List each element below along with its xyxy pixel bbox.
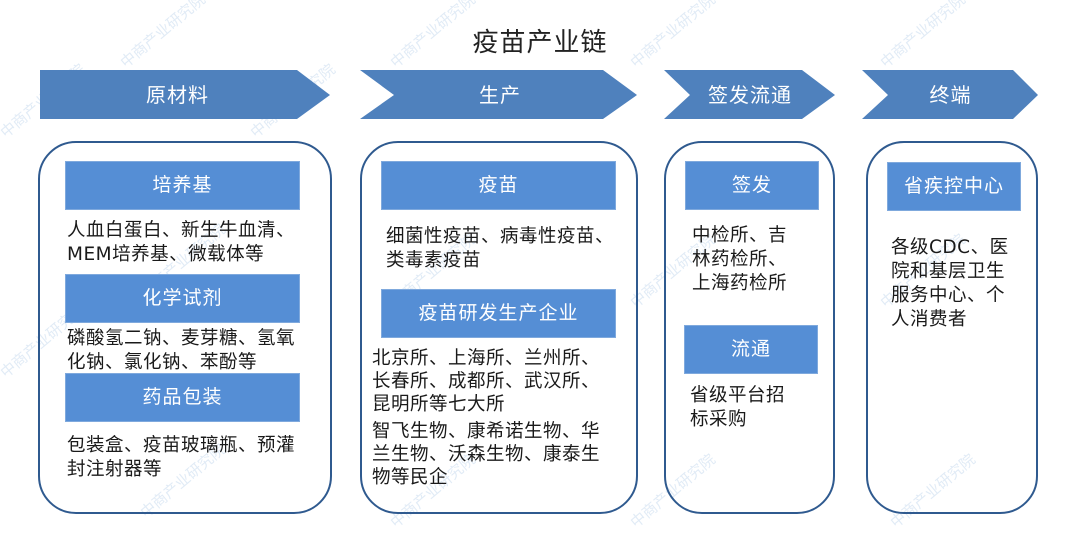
stage-box-terminal [866,141,1038,514]
stage-box-raw-materials [38,141,332,514]
stage-label-raw-materials: 原材料 [146,83,209,107]
text-line: 服务中心、个 [891,285,1006,306]
text-line: 上海药检所 [692,273,788,294]
text-line: 各级CDC、医 [891,237,1009,258]
section-text-drug-packaging: 包装盒、疫苗玻璃瓶、预灌 封注射器等 [67,434,295,482]
stage-arrows [40,70,1038,119]
section-header-chemical-reagents: 化学试剂 [65,274,300,323]
text-line: 长春所、成都所、武汉所、 [372,371,601,392]
section-text-chemical-reagents: 磷酸氢二钠、麦芽糖、氢氧 化钠、氯化钠、苯酚等 [67,327,295,375]
section-text-culture-medium: 人血白蛋白、新生牛血清、 MEM培养基、微载体等 [67,219,295,267]
text-line: 类毒素疫苗 [386,250,482,271]
text-line: 中检所、吉 [692,225,788,246]
text-line: 化钠、氯化钠、苯酚等 [67,352,258,373]
section-text-vaccines: 细菌性疫苗、病毒性疫苗、 类毒素疫苗 [386,225,614,273]
section-header-provincial-cdc: 省疾控中心 [887,162,1021,211]
text-line: 封注射器等 [67,459,163,480]
stage-box-release-distribution [664,141,835,514]
stage-label-release-distribution: 签发流通 [708,83,792,107]
diagram-title: 疫苗产业链 [472,28,608,58]
section-text-terminal-users: 各级CDC、医 院和基层卫生 服务中心、个 人消费者 [891,236,1009,332]
text-line: 智飞生物、康希诺生物、华 [372,421,601,442]
text-line: 兰生物、沃森生物、康泰生 [372,444,601,465]
text-line: 北京所、上海所、兰州所、 [372,348,601,369]
arrow-production [360,70,637,119]
arrow-release-distribution [664,70,835,119]
text-line: 磷酸氢二钠、麦芽糖、氢氧 [67,328,296,349]
text-line: 人消费者 [891,309,968,330]
section-header-drug-packaging: 药品包装 [65,373,300,422]
section-header-vaccines: 疫苗 [381,161,616,210]
text-line: 林药检所、 [692,249,788,270]
section-header-release: 签发 [685,161,819,210]
text-line: 包装盒、疫苗玻璃瓶、预灌 [67,435,296,456]
section-text-vaccine-companies: 北京所、上海所、兰州所、 长春所、成都所、武汉所、 昆明所等七大所 智飞生物、康… [372,347,600,489]
section-header-vaccine-companies: 疫苗研发生产企业 [381,289,616,338]
section-text-distribution: 省级平台招 标采购 [690,384,785,432]
stage-label-terminal: 终端 [929,83,972,107]
arrow-terminal [862,70,1038,119]
text-line: MEM培养基、微载体等 [67,244,265,265]
text-line: 院和基层卫生 [891,261,1006,282]
text-line: 省级平台招 [690,385,786,406]
section-header-distribution: 流通 [684,325,818,374]
text-line: 人血白蛋白、新生牛血清、 [67,220,296,241]
section-header-culture-medium: 培养基 [65,161,300,210]
text-line: 细菌性疫苗、病毒性疫苗、 [386,226,615,247]
text-line: 标采购 [690,409,748,430]
text-line: 昆明所等七大所 [372,394,506,415]
text-line: 物等民企 [372,467,449,488]
section-text-release: 中检所、吉 林药检所、 上海药检所 [692,224,787,296]
stage-box-production [360,141,638,514]
arrow-raw-materials [40,70,330,119]
stage-label-production: 生产 [479,83,521,107]
